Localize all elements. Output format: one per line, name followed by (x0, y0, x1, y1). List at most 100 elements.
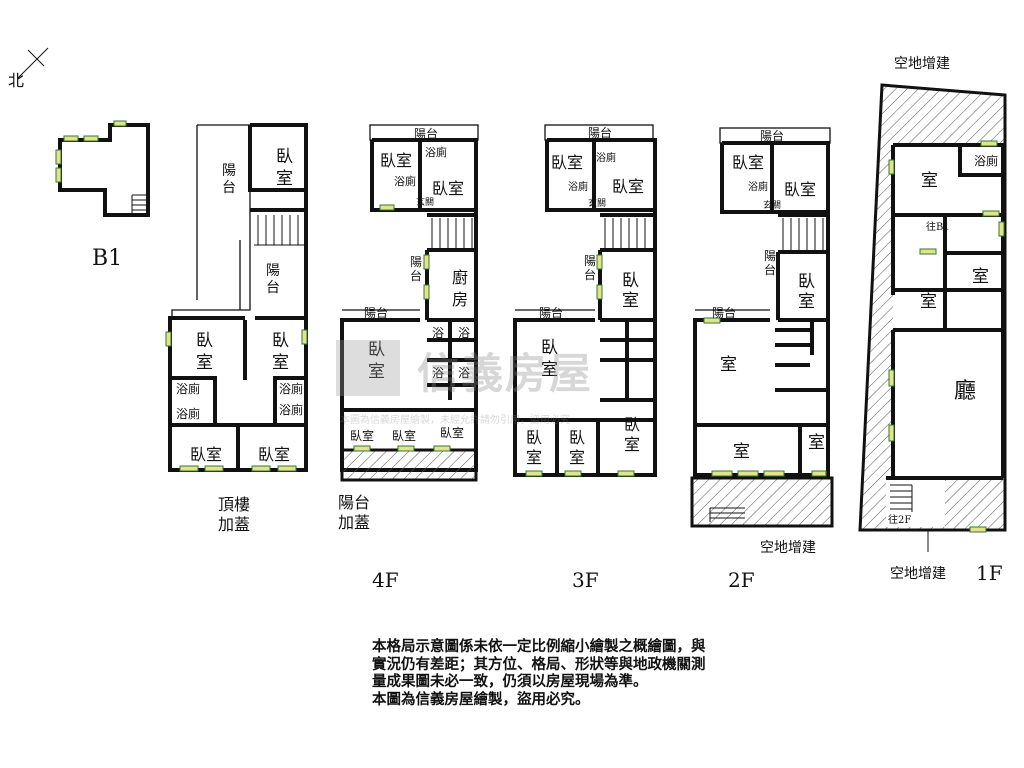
f3-bedroom-e-bottom: 室 (526, 448, 542, 467)
roof-bedroom-d: 臥室 (190, 445, 222, 464)
f3-bedroom-f-top: 臥 (569, 428, 585, 447)
f2-bedroom-c-top: 臥 (798, 272, 815, 292)
floor-1f: 室 浴廁 往B1 室 室 廳 往2F 空地增建 空地增建 1F (858, 56, 1007, 585)
compass: 北 (8, 47, 49, 90)
floor-label-1f: 1F (976, 561, 1003, 585)
f4-bath-f: 浴 (458, 366, 470, 380)
roof-balcony-1-top: 陽 (222, 163, 236, 179)
f2-balcony-top: 陽台 (760, 128, 784, 143)
floor-label-b1: B1 (92, 246, 122, 271)
f1-to-b1: 往B1 (926, 220, 950, 233)
f2-room-a: 室 (720, 355, 737, 375)
floor-b1: B1 (55, 120, 150, 271)
floor-rooftop: 陽 台 陽 台 臥 室 臥 室 臥 室 浴廁 浴廁 浴廁 浴廁 臥室 臥室 頂樓… (165, 123, 308, 534)
f3-bath-a: 浴廁 (596, 151, 616, 164)
f1-vacant-lot-add-top: 空地增建 (894, 56, 950, 72)
balcony-add-1: 陽台 (338, 493, 370, 512)
f4-bath-d: 浴 (458, 326, 470, 340)
floor-label-3f: 3F (572, 568, 599, 592)
f4-bedroom-c-bottom: 室 (368, 362, 385, 382)
f3-balcony-side-bottom: 台 (584, 267, 596, 282)
f1-bath: 浴廁 (974, 153, 998, 168)
watermark-brand: 信義房屋 (417, 349, 594, 398)
balcony-add-2: 加蓋 (338, 513, 370, 532)
f4-bedroom-d: 臥室 (350, 428, 374, 443)
f1-room-a: 室 (921, 171, 938, 191)
roof-bath-2: 浴廁 (176, 406, 200, 421)
f2-vacant-lot-add: 空地增建 (760, 540, 816, 556)
f3-bedroom-g-bottom: 室 (624, 435, 640, 454)
roof-bedroom-b-bottom: 室 (196, 353, 213, 373)
f4-bath-a: 浴廁 (425, 145, 447, 159)
f2-bedroom-c-bottom: 室 (798, 292, 815, 312)
roof-bath-1: 浴廁 (176, 381, 200, 396)
f1-to-2f: 往2F (888, 513, 911, 526)
f3-bedroom-d-bottom: 室 (541, 360, 558, 380)
f2-room-b: 室 (733, 442, 750, 462)
f4-bath-e: 浴 (432, 366, 444, 380)
north-label: 北 (8, 71, 24, 90)
f3-bedroom-e-top: 臥 (526, 428, 542, 447)
f2-balcony-side-top: 陽 (764, 249, 776, 263)
f2-bedroom-b: 臥室 (784, 180, 816, 199)
f2-room-c: 室 (808, 433, 825, 453)
roof-bedroom-a-bottom: 室 (276, 169, 293, 189)
f2-balcony-side-bottom: 台 (764, 262, 776, 277)
f3-bedroom-c-bottom: 室 (622, 291, 639, 311)
roof-bath-4: 浴廁 (279, 402, 303, 417)
f1-hall: 廳 (954, 379, 976, 404)
f3-balcony-side-top: 陽 (584, 254, 596, 268)
floor-label-4f: 4F (372, 568, 399, 592)
f1-vacant-lot-add-bottom: 空地增建 (890, 566, 946, 582)
f3-balcony-top: 陽台 (588, 125, 612, 140)
disclaimer-note: 本格局示意圖係未依一定比例縮小繪製之概繪圖，與 實況仍有差距；其方位、格局、形狀… (372, 638, 762, 708)
f3-balcony-mid: 陽台 (539, 305, 563, 320)
f4-kitchen-bottom: 房 (452, 290, 468, 309)
f4-bedroom-b: 臥室 (432, 179, 464, 198)
note-line-1: 本格局示意圖係未依一定比例縮小繪製之概繪圖，與 (372, 638, 706, 655)
f4-bath-c: 浴 (432, 326, 444, 340)
f3-bedroom-d-top: 臥 (541, 338, 558, 358)
f3-bedroom-a: 臥室 (551, 153, 583, 172)
f3-entry: 玄關 (588, 197, 606, 209)
floor-label-2f: 2F (728, 568, 755, 592)
f4-bedroom-c-top: 臥 (368, 340, 385, 360)
brand-logo-icon (336, 340, 400, 396)
roof-bath-3: 浴廁 (279, 381, 303, 396)
f4-kitchen-top: 廚 (452, 268, 468, 287)
f2-entry: 玄關 (763, 199, 781, 211)
f4-entry: 玄關 (416, 196, 434, 208)
f4-balcony-top: 陽台 (414, 126, 438, 141)
watermark: 信義房屋 本圖為信義房屋繪製，未經允許請勿引用，盜用必究 (330, 336, 690, 426)
note-line-2: 實況仍有差距；其方位、格局、形狀等與地政機關測 (372, 655, 706, 673)
f4-balcony-side-bottom: 台 (410, 268, 422, 283)
f3-bedroom-g-top: 臥 (624, 415, 640, 434)
f4-bedroom-f: 臥室 (440, 425, 464, 440)
f3-bedroom-f-bottom: 室 (569, 448, 585, 467)
roof-bedroom-b-top: 臥 (196, 331, 213, 351)
f2-bedroom-a: 臥室 (732, 153, 764, 172)
f4-bedroom-e: 臥室 (392, 428, 416, 443)
roof-balcony-2-top: 陽 (266, 263, 280, 279)
f1-room-c: 室 (920, 292, 937, 312)
floor-label-roof-2: 加蓋 (218, 515, 250, 534)
roof-balcony-1-bottom: 台 (222, 180, 236, 196)
f3-bedroom-b: 臥室 (612, 177, 644, 196)
floor-4f: 陽台 臥室 浴廁 浴廁 臥室 玄關 陽 台 廚 房 陽台 臥 室 浴 浴 浴 浴… (338, 124, 479, 592)
roof-bedroom-e: 臥室 (258, 445, 290, 464)
f3-bath-b: 浴廁 (568, 180, 588, 193)
roof-bedroom-c-top: 臥 (272, 331, 289, 351)
watermark-sub: 本圖為信義房屋繪製，未經允許請勿引用，盜用必究 (340, 415, 570, 426)
f2-balcony-mid: 陽台 (712, 305, 736, 320)
floor-label-roof-1: 頂樓 (218, 495, 250, 514)
f2-bath-a: 浴廁 (748, 180, 768, 193)
f4-balcony-mid: 陽台 (364, 305, 388, 320)
roof-bedroom-c-bottom: 室 (272, 353, 289, 373)
roof-balcony-2-bottom: 台 (266, 280, 280, 296)
roof-bedroom-a-top: 臥 (276, 147, 293, 167)
floor-3f: 陽台 臥室 浴廁 浴廁 臥室 玄關 陽 台 臥 室 陽台 臥 室 臥 室 臥 室… (513, 124, 657, 592)
f3-bedroom-c-top: 臥 (622, 271, 639, 291)
floor-2f: 陽台 臥室 浴廁 臥室 玄關 陽 台 臥 室 陽台 室 室 室 空地增建 2F (690, 127, 834, 592)
f4-bath-b: 浴廁 (394, 174, 416, 188)
